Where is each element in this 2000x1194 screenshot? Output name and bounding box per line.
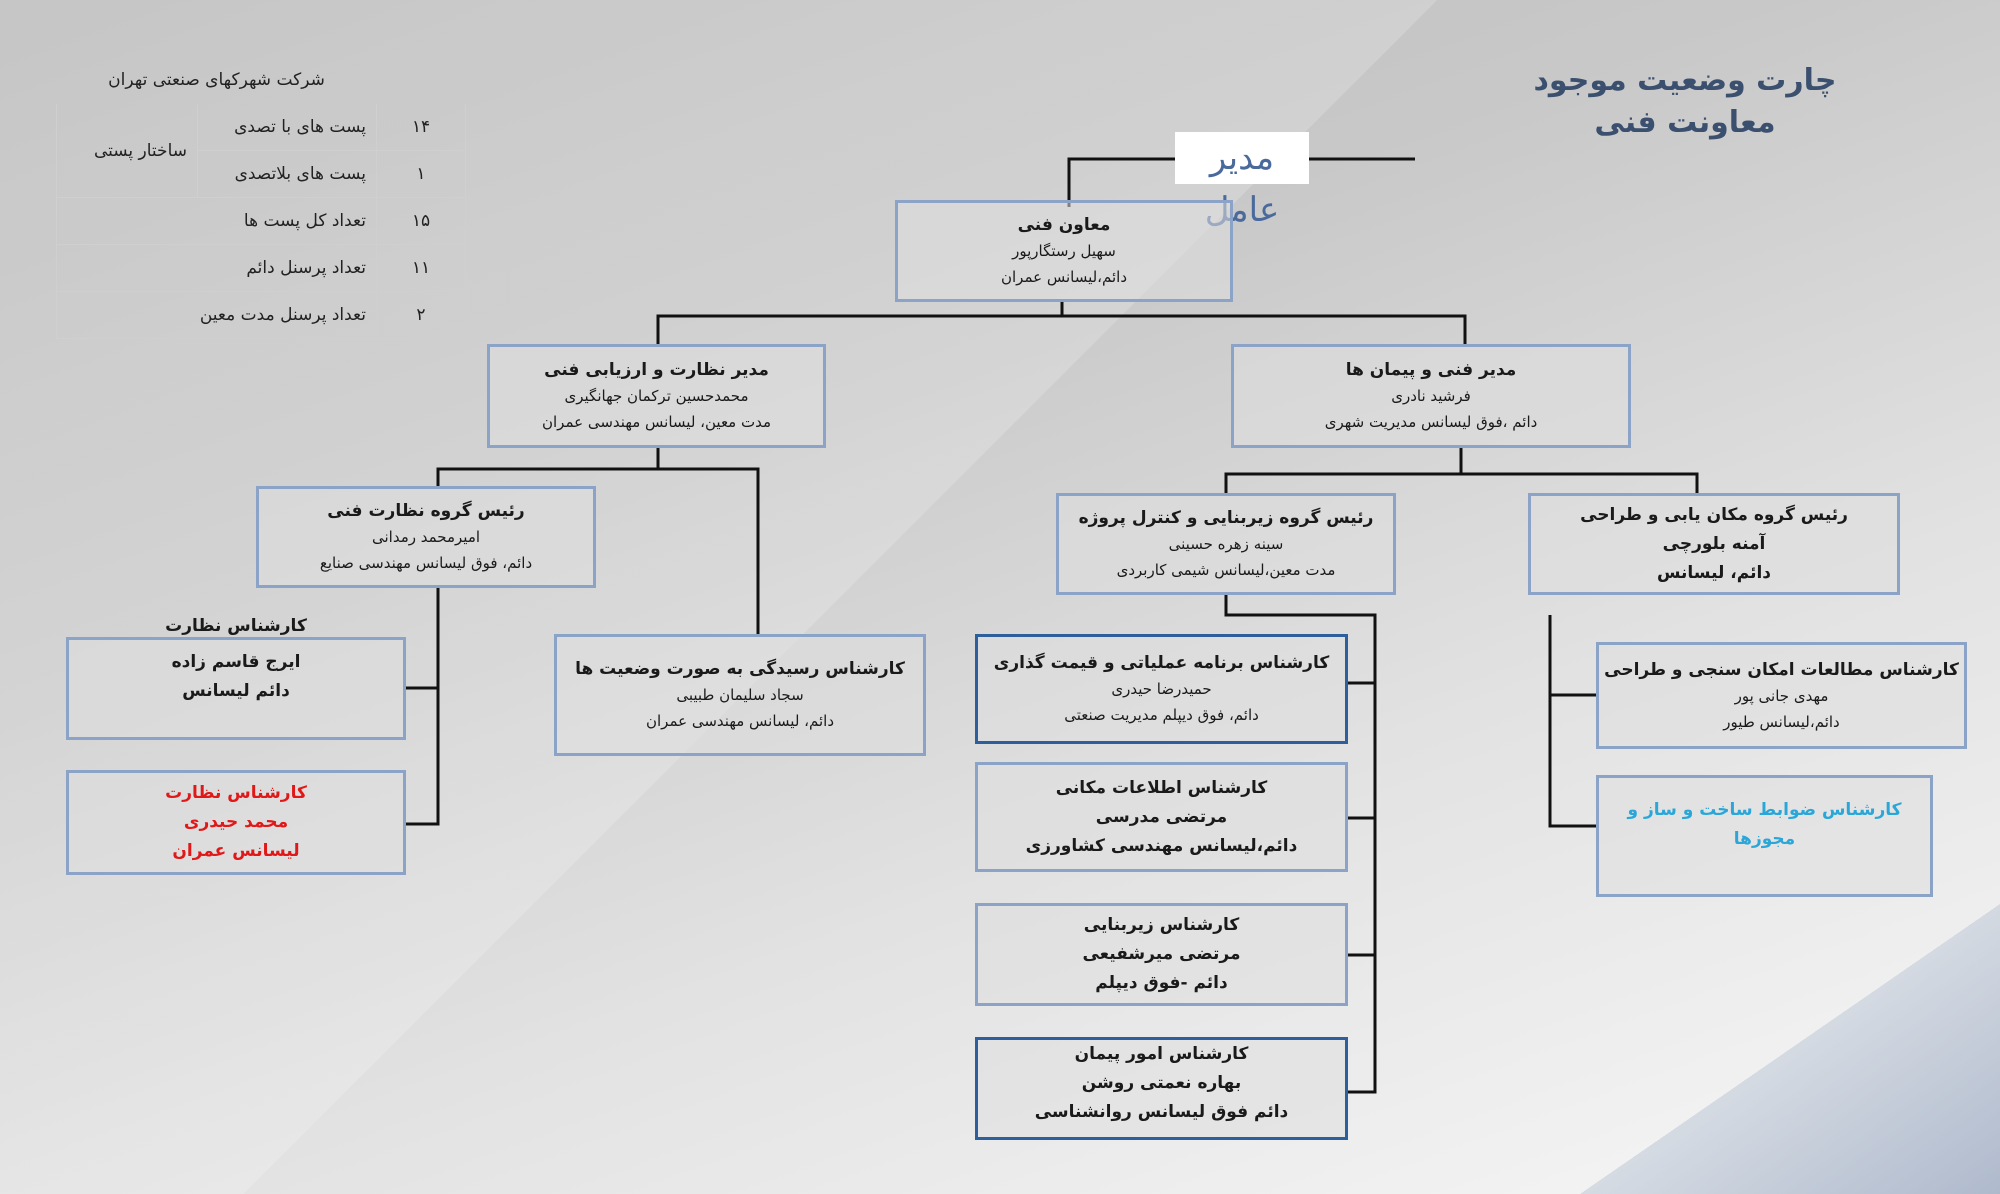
connector-techsup-spine: [404, 588, 440, 826]
connector-infra-spine: [1224, 595, 1377, 1094]
node-info: دائم،لیسانس مهندسی کشاورزی: [1025, 835, 1298, 856]
node-info: دائم،لیسانس عمران: [1000, 268, 1128, 286]
node-info: دائم، فوق دیپلم مدیریت صنعتی: [1064, 706, 1259, 724]
node-title: کارشناس اطلاعات مکانی: [1055, 777, 1268, 798]
node-name: سجاد سلیمان طبیبی: [676, 686, 804, 704]
node-title: رئیس گروه زیربنایی و کنترل پروژه: [1078, 508, 1374, 528]
node-title: کارشناس امور پیمان: [1074, 1044, 1249, 1064]
node-name: محمدحسین ترکمان جهانگیری: [564, 387, 749, 405]
node-contract-affairs-expert[interactable]: کارشناس امور پیمان بهاره نعمتی روشن دائم…: [975, 1037, 1348, 1140]
node-supervision-expert-2[interactable]: کارشناس نظارت محمد حیدری لیسانس عمران: [66, 770, 406, 875]
chart-title-line2: معاونت فنی: [1594, 105, 1776, 140]
node-deputy[interactable]: معاون فنی سهیل رستگارپور دائم،لیسانس عمر…: [895, 200, 1233, 302]
chart-title-line1: چارت وضعیت موجود: [1533, 63, 1837, 98]
node-title: معاون فنی: [1017, 215, 1111, 235]
node-info: دائم،لیسانس طیور: [1723, 712, 1840, 731]
node-name: مرتضی میرشفیعی: [1082, 944, 1241, 964]
connector-sup-split: [436, 467, 760, 636]
ceo-label: مدیر عامل: [1175, 132, 1309, 230]
stat-label: پست های با تصدی: [197, 103, 377, 151]
node-title: کارشناس برنامه عملیاتی و قیمت گذاری: [993, 653, 1330, 673]
sup-expert-1-title: کارشناس نظارت: [165, 616, 307, 636]
stat-value: ۱۱: [376, 244, 466, 292]
node-name: سهیل رستگارپور: [1012, 242, 1116, 260]
stat-value: ۲: [376, 291, 466, 339]
connector-loc-spine: [1548, 615, 1596, 828]
node-gis-expert[interactable]: کارشناس اطلاعات مکانی مرتضی مدرسی دائم،ل…: [975, 762, 1348, 872]
node-title: کارشناس ضوابط ساخت و ساز و مجوزها: [1627, 800, 1902, 849]
node-title: کارشناس نظارت: [165, 783, 307, 803]
node-info: مدت معین،لیسانس شیمی کاربردی: [1116, 561, 1336, 579]
node-supervision-manager[interactable]: مدیر نظارت و ارزیابی فنی محمدحسین ترکمان…: [487, 344, 826, 448]
connector-deputy-split: [656, 314, 1467, 345]
node-name: حمیدرضا حیدری: [1111, 680, 1212, 698]
node-status-expert[interactable]: کارشناس رسیدگی به صورت وضعیت ها سجاد سلی…: [554, 634, 926, 756]
node-location-head[interactable]: رئیس گروه مکان یابی و طراحی آمنه بلورچی …: [1528, 493, 1900, 595]
node-tech-supervision-head[interactable]: رئیس گروه نظارت فنی امیرمحمد رمدانی دائم…: [256, 486, 596, 588]
stat-label: تعداد کل پست ها: [56, 197, 377, 245]
structure-label: ساختار پستی: [56, 103, 198, 198]
node-info: دائم، فوق لیسانس مهندسی صنایع: [319, 554, 533, 572]
node-operations-expert[interactable]: کارشناس برنامه عملیاتی و قیمت گذاری حمید…: [975, 634, 1348, 744]
node-feasibility-expert[interactable]: کارشناس مطالعات امکان سنجی و طراحی مهدی …: [1596, 642, 1967, 749]
node-info: لیسانس عمران: [172, 841, 300, 861]
node-info: دائم، لیسانس: [1656, 562, 1772, 583]
node-info: دائم لیسانس: [182, 681, 290, 701]
node-name: مرتضی مدرسی: [1095, 806, 1228, 827]
node-name: مهدی جانی پور: [1734, 686, 1829, 705]
node-infrastructure-expert[interactable]: کارشناس زیربنایی مرتضی میرشفیعی دائم -فو…: [975, 903, 1348, 1006]
node-info: دائم فوق لیسانس روانشناسی: [1034, 1102, 1289, 1122]
connector-cm-split: [1224, 472, 1699, 496]
company-name: شرکت شهرکهای صنعتی تهران: [108, 70, 325, 90]
node-name: فرشید نادری: [1391, 387, 1471, 405]
node-name: سینه زهره حسینی: [1168, 535, 1284, 553]
node-name: محمد حیدری: [183, 812, 289, 832]
stat-value: ۱۵: [376, 197, 466, 245]
node-contracts-manager[interactable]: مدیر فنی و پیمان ها فرشید نادری دائم ،فو…: [1231, 344, 1631, 448]
stat-label: تعداد پرسنل مدت معین: [56, 291, 377, 339]
node-name: ایرج قاسم زاده: [171, 652, 301, 672]
company-stats-table: شرکت شهرکهای صنعتی تهران ۱۴ پست های با ت…: [56, 56, 466, 339]
node-title: کارشناس رسیدگی به صورت وضعیت ها: [575, 659, 905, 679]
node-supervision-expert-1[interactable]: ایرج قاسم زاده دائم لیسانس: [66, 637, 406, 740]
node-info: دائم، لیسانس مهندسی عمران: [646, 712, 834, 730]
chart-title: چارت وضعیت موجود معاونت فنی: [1520, 60, 1850, 144]
node-info: دائم ،فوق لیسانس مدیریت شهری: [1324, 413, 1538, 431]
node-info: مدت معین، لیسانس مهندسی عمران: [542, 413, 772, 431]
node-title: کارشناس مطالعات امکان سنجی و طراحی: [1604, 659, 1959, 680]
node-name: بهاره نعمتی روشن: [1081, 1073, 1242, 1093]
node-infrastructure-head[interactable]: رئیس گروه زیربنایی و کنترل پروژه سینه زه…: [1056, 493, 1396, 595]
node-info: دائم -فوق دیپلم: [1095, 973, 1228, 993]
stat-value: ۱: [376, 150, 466, 198]
node-title: رئیس گروه مکان یابی و طراحی: [1580, 504, 1848, 525]
node-permits-expert[interactable]: کارشناس ضوابط ساخت و ساز و مجوزها: [1596, 775, 1933, 897]
stat-value: ۱۴: [376, 103, 466, 151]
node-name: آمنه بلورچی: [1662, 533, 1766, 554]
node-title: رئیس گروه نظارت فنی: [327, 501, 525, 521]
node-name: امیرمحمد رمدانی: [371, 528, 481, 546]
node-title: مدیر نظارت و ارزیابی فنی: [544, 360, 769, 380]
stat-label: پست های بلاتصدی: [197, 150, 377, 198]
node-title: کارشناس زیربنایی: [1083, 915, 1240, 935]
stat-label: تعداد پرسنل دائم: [56, 244, 377, 292]
node-title: مدیر فنی و پیمان ها: [1345, 360, 1517, 380]
